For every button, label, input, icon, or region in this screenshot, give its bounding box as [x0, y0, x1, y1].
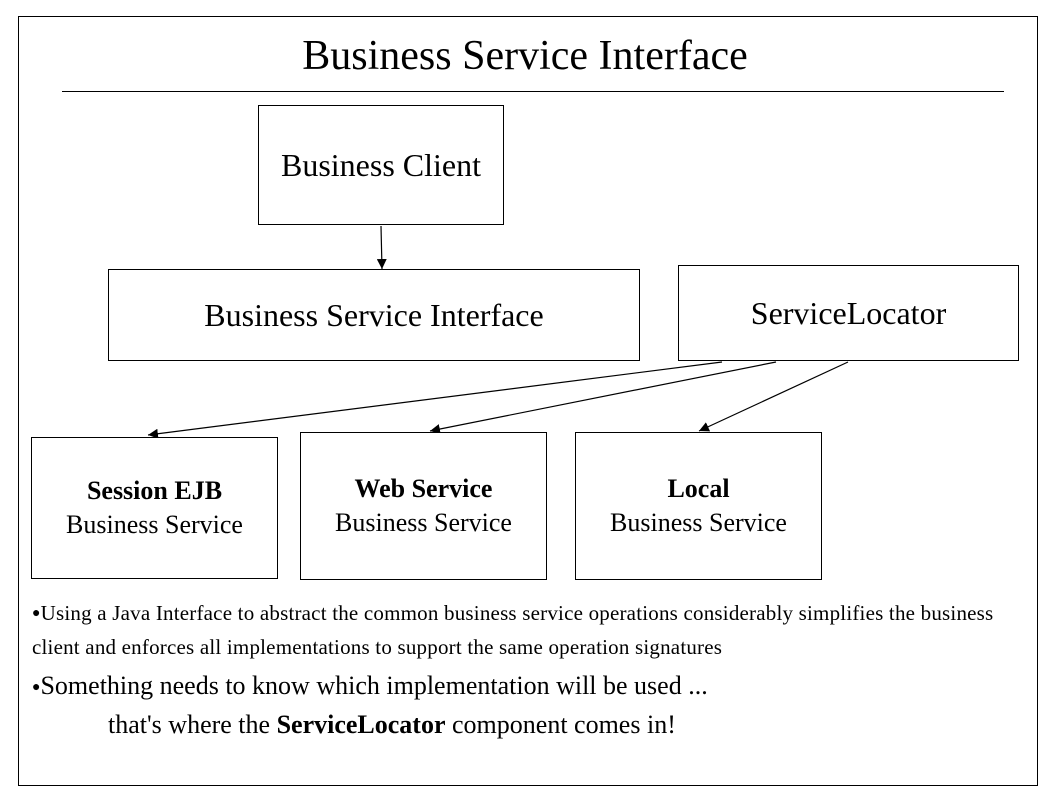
bullet-2: ●Something needs to know which implement…: [32, 669, 1022, 742]
local-service-box: Local Business Service: [575, 432, 822, 580]
web-service-kind: Web Service: [354, 474, 493, 503]
session-ejb-label: Business Service: [66, 510, 243, 539]
bullet-2-line-2-bold: ServiceLocator: [276, 710, 446, 739]
business-client-label: Business Client: [280, 147, 481, 183]
arrow-client-to-interface: [376, 225, 387, 270]
slide-frame: [18, 16, 1038, 786]
bullet-1-text: Using a Java Interface to abstract the c…: [32, 601, 994, 659]
arrow-locator-to-ejb: [147, 361, 723, 439]
bullet-2-line-2: that's where the ServiceLocator componen…: [32, 708, 1022, 742]
local-service-label: Business Service: [610, 508, 787, 537]
web-service-box: Web Service Business Service: [300, 432, 547, 580]
web-service-label: Business Service: [335, 508, 512, 537]
business-service-interface-box: Business Service Interface: [108, 269, 640, 361]
local-service-kind: Local: [667, 474, 730, 503]
session-ejb-kind: Session EJB: [86, 476, 223, 505]
business-service-interface-label: Business Service Interface: [204, 297, 544, 333]
bullet-dot-icon: ●: [32, 606, 41, 621]
service-locator-label: ServiceLocator: [750, 295, 947, 331]
bullet-2-line-1: Something needs to know which implementa…: [40, 671, 708, 700]
bullet-2-line-2-pre: that's where the: [108, 710, 277, 739]
service-locator-box: ServiceLocator: [678, 265, 1019, 361]
arrow-locator-to-webservice: [429, 361, 777, 434]
bullet-2-line-2-post: component comes in!: [445, 710, 676, 739]
title-rule: [62, 91, 1004, 92]
notes: ●Using a Java Interface to abstract the …: [32, 598, 1022, 742]
arrow-locator-to-local: [698, 361, 849, 432]
slide-title: Business Service Interface: [302, 33, 748, 79]
bullet-1: ●Using a Java Interface to abstract the …: [32, 598, 1022, 663]
business-client-box: Business Client: [258, 105, 504, 225]
bullet-dot-icon: ●: [32, 680, 41, 695]
session-ejb-box: Session EJB Business Service: [31, 437, 278, 579]
